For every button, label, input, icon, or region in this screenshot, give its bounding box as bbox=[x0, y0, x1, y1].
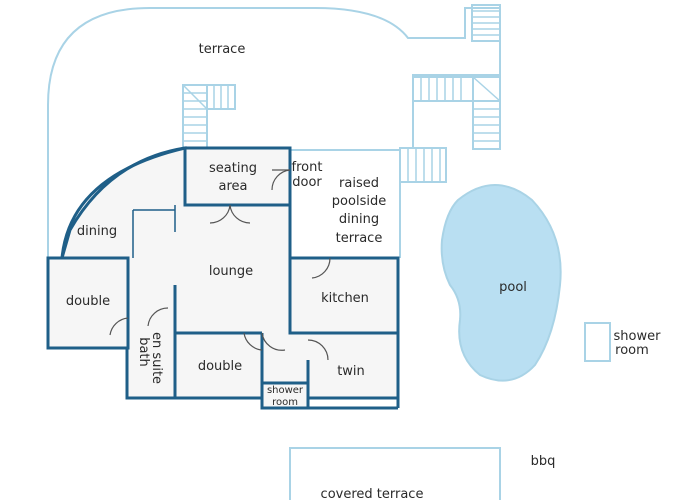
pool-shape bbox=[440, 184, 562, 382]
stairs-left bbox=[182, 84, 236, 151]
label-ensuite-2: bath bbox=[136, 337, 151, 367]
label-bbq: bbq bbox=[531, 454, 556, 469]
label-seating-1: seating bbox=[209, 161, 257, 176]
label-double-left: double bbox=[66, 294, 110, 309]
label-pool: pool bbox=[499, 280, 527, 295]
label-kitchen: kitchen bbox=[321, 291, 369, 306]
doors bbox=[109, 169, 331, 361]
interior-walls bbox=[46, 205, 400, 410]
raised-terrace-outline bbox=[290, 149, 401, 258]
label-dining: dining bbox=[77, 224, 117, 239]
covered-terrace-outline bbox=[289, 447, 501, 500]
stairs-top-right bbox=[412, 4, 501, 150]
label-raised-4: terrace bbox=[336, 231, 383, 246]
label-lounge: lounge bbox=[209, 264, 253, 279]
dining-curved-wall bbox=[60, 146, 186, 259]
label-front-1: front bbox=[292, 160, 323, 175]
label-shower-room-1: shower bbox=[614, 329, 662, 344]
label-double-bottom: double bbox=[198, 359, 242, 374]
label-shower-room-2: room bbox=[615, 343, 649, 358]
outdoor-shower-box bbox=[584, 322, 611, 362]
label-covered-terrace: covered terrace bbox=[321, 487, 424, 500]
label-raised-2: poolside bbox=[332, 194, 386, 209]
label-ensuite-1: en suite bbox=[149, 332, 164, 384]
seating-area-room bbox=[183, 146, 292, 207]
label-seating-2: area bbox=[219, 179, 248, 194]
label-front-2: door bbox=[292, 175, 322, 190]
stairs-pool bbox=[399, 147, 447, 183]
label-terrace: terrace bbox=[199, 42, 246, 57]
terrace-outline bbox=[47, 7, 501, 258]
label-small-shower-2: room bbox=[272, 397, 298, 408]
label-raised-1: raised bbox=[339, 176, 379, 191]
label-raised-3: dining bbox=[339, 212, 379, 227]
label-small-shower-1: shower bbox=[267, 385, 304, 396]
label-twin: twin bbox=[337, 364, 365, 379]
